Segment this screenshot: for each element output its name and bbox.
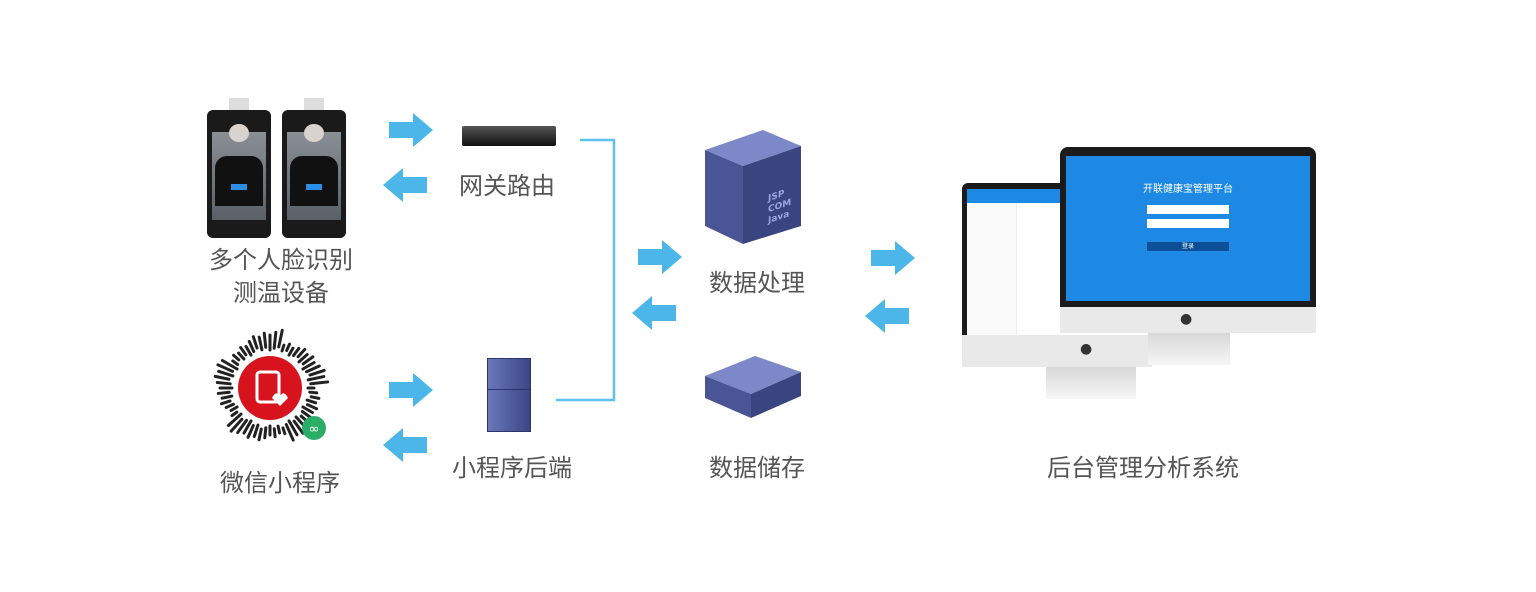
connector-bracket — [556, 138, 616, 402]
admin-screen-title: 开联健康宝管理平台 — [1143, 184, 1233, 195]
backend-label: 小程序后端 — [452, 454, 572, 482]
admin-login-button: 登录 — [1147, 242, 1229, 251]
front-monitor: 开联健康宝管理平台 登录 — [1060, 147, 1316, 307]
svg-text:∞: ∞ — [309, 422, 320, 437]
arrow-right-icon — [389, 113, 433, 147]
backend-server-cabinet-icon — [487, 358, 531, 432]
face-devices-label-2: 测温设备 — [233, 279, 329, 307]
face-devices-label-1: 多个人脸识别 — [209, 246, 353, 274]
gateway-router-icon — [462, 126, 556, 146]
face-device-1 — [207, 98, 271, 238]
arrow-right-icon — [871, 241, 915, 275]
data-processing-server-icon — [705, 130, 801, 244]
arrow-right-icon — [389, 373, 433, 407]
arrow-left-icon — [632, 296, 676, 330]
gateway-label: 网关路由 — [459, 172, 555, 200]
data-storage-switch-icon — [705, 356, 801, 418]
arrow-left-icon — [383, 168, 427, 202]
mini-program-label: 微信小程序 — [220, 469, 340, 497]
arrow-right-icon — [638, 240, 682, 274]
face-device-2 — [282, 98, 346, 238]
data-storage-label: 数据储存 — [709, 454, 805, 482]
arrow-left-icon — [383, 428, 427, 462]
mini-program-qr-icon: ∞ — [213, 328, 330, 442]
data-processing-label: 数据处理 — [709, 269, 805, 297]
admin-system-label: 后台管理分析系统 — [1047, 454, 1239, 482]
arrow-left-icon — [865, 299, 909, 333]
